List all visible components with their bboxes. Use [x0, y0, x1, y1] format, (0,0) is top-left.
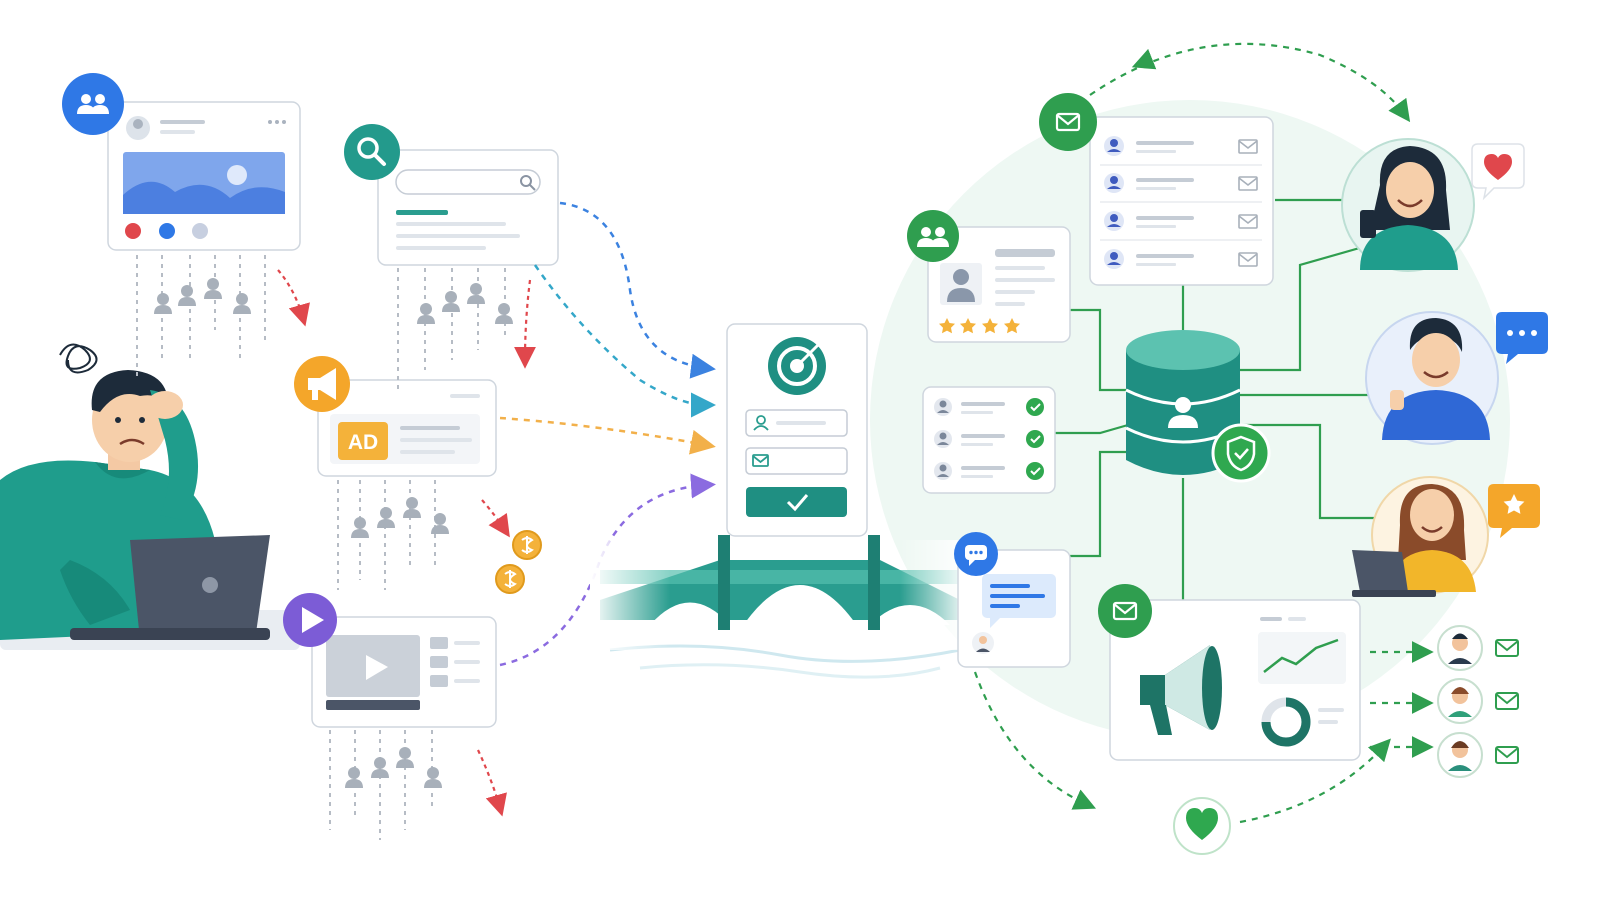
star-icon — [982, 318, 998, 334]
ad-card: AD — [317, 379, 497, 477]
ad-badge-label: AD — [348, 431, 378, 454]
chat-dots-icon — [1507, 330, 1513, 336]
customer-laptop — [1352, 476, 1489, 597]
donut-chart-icon — [1261, 697, 1311, 747]
community-channel-badge — [907, 210, 959, 262]
stress-scribble-icon — [59, 343, 98, 374]
lead-capture-form — [726, 323, 868, 537]
laptop-logo-icon — [202, 577, 218, 593]
envelope-icon — [1495, 639, 1519, 657]
mail-icon — [1238, 214, 1258, 229]
video-play-icon — [302, 607, 324, 633]
reaction-heart-bubble — [1471, 143, 1525, 201]
user-icon — [753, 415, 769, 431]
like-heart-icon — [125, 223, 141, 239]
envelope-icon — [1495, 692, 1519, 710]
person-icon — [351, 517, 369, 538]
star-icon — [1503, 494, 1525, 514]
video-card — [311, 616, 497, 728]
person-icon — [345, 767, 363, 788]
chat-channel-badge — [954, 532, 998, 576]
ads-channel-badge — [294, 356, 350, 412]
database-user-icon — [1168, 397, 1198, 428]
person-icon — [403, 497, 421, 518]
person-icon — [377, 507, 395, 528]
person-icon — [178, 285, 196, 306]
heart-icon — [1186, 808, 1218, 840]
customer-phone — [1341, 138, 1475, 272]
person-icon — [233, 293, 251, 314]
email-icon — [752, 454, 769, 467]
play-icon — [366, 655, 388, 680]
chat-icon — [965, 545, 987, 566]
person-icon — [424, 767, 442, 788]
converted-leads — [1437, 625, 1519, 778]
email-channel-badge — [1039, 93, 1097, 151]
phone-icon — [1360, 210, 1376, 238]
person-icon — [154, 293, 172, 314]
video-channel-badge — [283, 593, 337, 647]
profile-review-card — [927, 226, 1071, 343]
campaign-dashboard-card — [1109, 599, 1361, 761]
megaphone-icon — [308, 368, 336, 400]
thumbs-up-icon — [1390, 390, 1404, 410]
person-icon — [467, 283, 485, 304]
bridge — [590, 535, 970, 679]
heart-icon — [1484, 154, 1512, 180]
person-icon — [396, 747, 414, 768]
campaign-megaphone-icon — [1140, 645, 1222, 735]
frustrated-marketer — [0, 343, 300, 650]
star-icon — [960, 318, 976, 334]
envelope-icon — [1495, 746, 1519, 764]
search-channel-badge — [344, 124, 400, 180]
ad-badge — [338, 422, 388, 460]
check-circle-icon — [1026, 398, 1044, 416]
lead-row — [1437, 732, 1519, 778]
person-icon — [431, 513, 449, 534]
lost-lead-arrows — [277, 269, 537, 817]
loyalty-badge — [1173, 797, 1231, 855]
email-list-card — [1089, 116, 1274, 286]
mail-icon — [1238, 139, 1258, 154]
chat-message-card — [957, 549, 1071, 668]
mail-icon — [1238, 252, 1258, 267]
nurture-loop-arrows — [973, 42, 1434, 824]
lead-row — [1437, 625, 1519, 671]
customer-thumbs-up — [1365, 311, 1499, 445]
reaction-star-bubble — [1488, 484, 1540, 538]
shield-check-badge — [1211, 423, 1271, 483]
person-icon — [417, 303, 435, 324]
check-circle-icon — [1026, 462, 1044, 480]
verified-contacts-card — [922, 386, 1056, 494]
person-icon — [442, 291, 460, 312]
star-icon — [939, 318, 955, 334]
search-icon — [357, 137, 386, 166]
check-circle-icon — [1026, 430, 1044, 448]
check-icon — [786, 494, 809, 512]
search-results-card — [377, 149, 559, 266]
thumbs-up-icon — [159, 223, 175, 239]
email-field[interactable] — [745, 447, 848, 475]
social-channel-badge — [62, 73, 124, 135]
social-post-card — [107, 101, 301, 251]
campaign-email-badge — [1098, 584, 1152, 638]
lead-row — [1437, 678, 1519, 724]
person-icon — [204, 278, 222, 299]
growth-line-icon — [1263, 638, 1339, 673]
person-icon — [495, 303, 513, 324]
person-icon — [371, 757, 389, 778]
mail-icon — [1238, 176, 1258, 191]
channel-flow-arrows — [499, 201, 716, 667]
reaction-chat-bubble — [1496, 312, 1548, 364]
submit-button[interactable] — [746, 487, 847, 517]
wasted-budget-coins — [495, 530, 542, 594]
comment-icon — [192, 223, 208, 239]
hub-connectors — [1055, 198, 1375, 600]
shield-icon — [1226, 435, 1256, 472]
star-icon — [1004, 318, 1020, 334]
